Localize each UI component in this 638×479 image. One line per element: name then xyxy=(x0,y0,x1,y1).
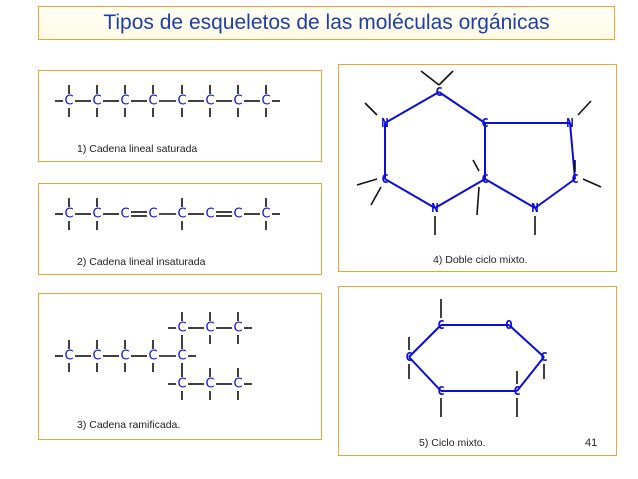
ring-bond xyxy=(516,356,545,392)
sub-bond xyxy=(370,186,382,206)
carbon-atom: C xyxy=(148,207,157,222)
carbon-atom: C xyxy=(233,94,242,109)
carbon-atom: C xyxy=(148,94,157,109)
nitrogen-atom: N xyxy=(431,201,438,215)
ring-bond xyxy=(508,324,545,358)
panel-linear-saturated: C C C C C C C C 1) Cadena lineal saturada xyxy=(38,70,322,162)
carbon-atom: C xyxy=(120,349,129,364)
page-number: 41 xyxy=(585,437,598,449)
carbon-atom: C xyxy=(261,94,270,109)
carbon-atom: C xyxy=(540,350,547,364)
carbon-atom: C xyxy=(481,116,488,130)
carbon-atom: C xyxy=(437,318,444,332)
carbon-atom: C xyxy=(64,349,73,364)
carbon-atom: C xyxy=(513,384,520,398)
carbon-atom: C xyxy=(92,94,101,109)
sub-bond xyxy=(472,159,480,172)
carbon-atom: C xyxy=(381,172,388,186)
carbon-atom: C xyxy=(148,349,157,364)
panel-linear-unsaturated: C C C C C C C C 2) Cadena lineal insaturada xyxy=(38,183,322,275)
carbon-atom: C xyxy=(205,377,214,392)
carbon-atom: C xyxy=(261,207,270,222)
sub-bond xyxy=(582,178,602,188)
carbon-atom: C xyxy=(64,94,73,109)
page-title: Tipos de esqueletos de las moléculas org… xyxy=(103,11,550,34)
sub-bond xyxy=(476,186,480,216)
caption-linear-unsaturated: 2) Cadena lineal insaturada xyxy=(77,256,206,268)
ring-bond xyxy=(484,178,536,209)
carbon-atom: C xyxy=(205,94,214,109)
sub-bond xyxy=(420,70,440,86)
carbon-atom: C xyxy=(120,207,129,222)
ring-bond xyxy=(408,324,442,358)
carbon-atom: C xyxy=(92,349,101,364)
panel-mixed-ring: C O C C C C 5) Ciclo mixto. 41 xyxy=(338,286,617,456)
carbon-atom: C xyxy=(205,321,214,336)
panel-double-mixed-ring: C N C N C C C N N 4) Doble ciclo mixto. xyxy=(338,64,617,272)
carbon-atom: C xyxy=(205,207,214,222)
caption-linear-saturated: 1) Cadena lineal saturada xyxy=(77,143,198,155)
double-mixed-ring-diagram: C N C N C C C N N xyxy=(356,70,602,235)
mixed-ring-diagram: C O C C C C xyxy=(405,299,548,417)
ring-bond xyxy=(534,178,576,209)
carbon-atom: C xyxy=(177,94,186,109)
carbon-atom: C xyxy=(233,207,242,222)
carbon-atom: C xyxy=(435,85,442,99)
ring-bond xyxy=(434,178,486,209)
oxygen-atom: O xyxy=(505,318,512,332)
caption-mixed-ring: 5) Ciclo mixto. xyxy=(419,437,486,449)
caption-branched: 3) Cadena ramificada. xyxy=(77,419,181,431)
sub-bond xyxy=(438,70,454,86)
ring-bond xyxy=(408,356,442,392)
caption-double-mixed-ring: 4) Doble ciclo mixto. xyxy=(433,254,528,266)
carbon-atom: C xyxy=(481,172,488,186)
carbon-atom: C xyxy=(177,207,186,222)
ring-bond xyxy=(569,122,576,180)
carbon-atom: C xyxy=(437,384,444,398)
ring-bond xyxy=(384,91,440,124)
ring-bond xyxy=(384,178,436,209)
sub-bond xyxy=(577,100,592,116)
carbon-atom: C xyxy=(233,377,242,392)
ring-bond xyxy=(438,91,486,124)
carbon-atom: C xyxy=(92,207,101,222)
carbon-atom: C xyxy=(405,350,412,364)
carbon-atom: C xyxy=(177,321,186,336)
title-box: Tipos de esqueletos de las moléculas org… xyxy=(38,6,615,40)
sub-bond xyxy=(364,102,378,116)
carbon-atom: C xyxy=(64,207,73,222)
sub-bond xyxy=(356,178,378,186)
carbon-atom: C xyxy=(233,321,242,336)
carbon-atom: C xyxy=(177,377,186,392)
nitrogen-atom: N xyxy=(381,116,388,130)
carbon-atom: C xyxy=(120,94,129,109)
nitrogen-atom: N xyxy=(531,201,538,215)
carbon-atom: C xyxy=(177,349,186,364)
nitrogen-atom: N xyxy=(566,116,573,130)
carbon-atom: C xyxy=(571,172,578,186)
